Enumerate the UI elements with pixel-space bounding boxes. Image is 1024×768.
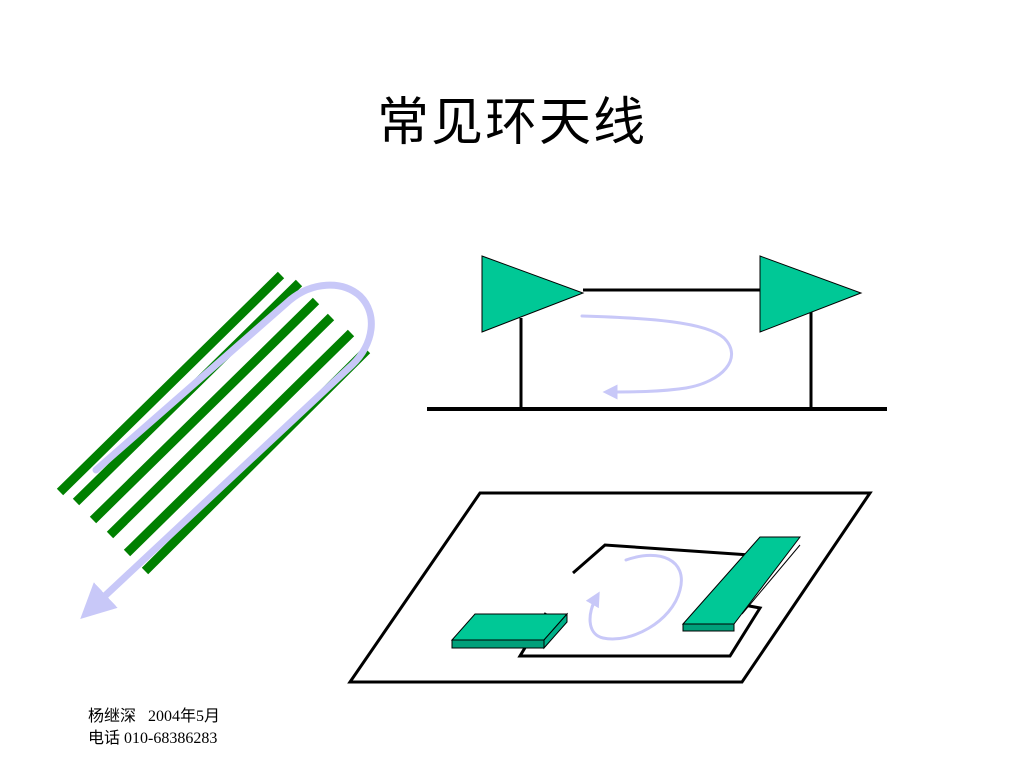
right-component-block xyxy=(681,536,802,632)
pcb-loop-antenna xyxy=(347,491,873,684)
coil-windings xyxy=(56,271,371,575)
circuit-board-outline xyxy=(347,491,873,684)
pcb-loop-trace-top xyxy=(572,543,751,575)
left-component-block xyxy=(450,612,569,650)
coil-current-arrow xyxy=(80,281,375,619)
ground-plane-loop-antenna xyxy=(427,255,887,411)
coil-winding-3 xyxy=(89,297,320,524)
coil-winding-1 xyxy=(56,271,285,496)
footer-phone: 电话 010-68386283 xyxy=(88,730,218,747)
ground-loop-current-arrow xyxy=(580,314,733,400)
coil-winding-4 xyxy=(106,313,335,539)
footer-author-date: 杨继深 2004年5月 xyxy=(88,708,221,725)
right-antenna-triangle xyxy=(759,255,863,333)
coil-loop-antenna xyxy=(56,271,375,619)
slide-footer: 杨继深 2004年5月 电话 010-68386283 xyxy=(88,706,220,750)
coil-winding-5 xyxy=(123,329,355,557)
slide-title: 常见环天线 xyxy=(376,93,647,153)
pcb-loop-current-arrow xyxy=(585,554,683,641)
left-antenna-triangle xyxy=(481,255,585,333)
